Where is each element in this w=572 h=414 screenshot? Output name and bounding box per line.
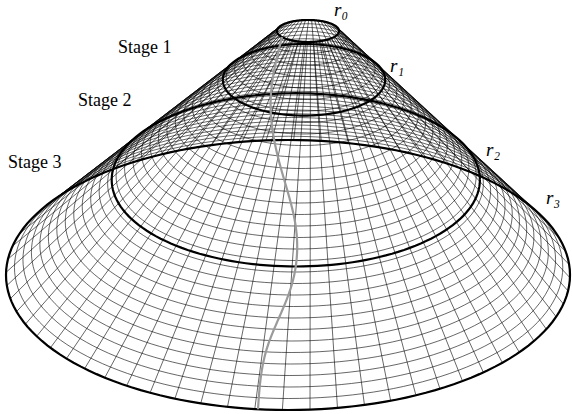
mesh-meridian bbox=[313, 42, 337, 408]
mesh-meridian bbox=[310, 42, 311, 410]
mesh-meridian bbox=[329, 39, 483, 372]
stage-label: Stage 2 bbox=[78, 91, 132, 111]
mesh-meridian bbox=[105, 39, 288, 377]
radius-label: r₀ bbox=[334, 0, 348, 21]
mesh-meridian bbox=[85, 39, 286, 369]
mesh-meridian bbox=[330, 23, 491, 181]
mesh-meridian bbox=[337, 34, 556, 316]
mesh-meridians bbox=[6, 20, 570, 410]
radius-label: r₁ bbox=[390, 56, 404, 77]
stage-boundary bbox=[277, 20, 339, 42]
mesh-meridian bbox=[325, 40, 440, 388]
mesh-ring bbox=[57, 118, 527, 342]
mesh-parallels bbox=[6, 20, 570, 410]
mesh-meridian bbox=[50, 37, 281, 348]
mesh-ring bbox=[48, 121, 534, 352]
mesh-meridian bbox=[37, 36, 281, 336]
radius-label: r₃ bbox=[546, 188, 560, 209]
stage-boundaries bbox=[6, 20, 570, 410]
mesh-meridian bbox=[239, 20, 303, 142]
mesh-meridian bbox=[339, 29, 566, 251]
mesh-meridian bbox=[185, 21, 296, 150]
mesh-ring bbox=[6, 140, 570, 410]
path-curve bbox=[258, 37, 297, 409]
mesh-meridian bbox=[13, 29, 278, 246]
mesh-meridian bbox=[333, 37, 519, 352]
mesh-meridian bbox=[327, 40, 462, 381]
mesh-ring bbox=[31, 129, 548, 376]
mesh-meridian bbox=[25, 35, 279, 324]
mesh-meridian bbox=[294, 20, 309, 140]
stage-label: Stage 3 bbox=[8, 153, 62, 173]
stage-boundary bbox=[112, 93, 480, 266]
stage-label: Stage 1 bbox=[118, 38, 172, 58]
mesh-meridian bbox=[323, 21, 426, 157]
mesh-meridian bbox=[338, 33, 563, 304]
mesh-ring bbox=[99, 99, 490, 284]
mesh-meridian bbox=[74, 24, 285, 187]
stage-boundary bbox=[6, 140, 570, 410]
stage-boundary bbox=[223, 44, 385, 116]
mesh-meridian bbox=[332, 38, 503, 363]
radius-label: r₂ bbox=[486, 140, 500, 161]
mesh-meridian bbox=[339, 32, 568, 291]
mesh-meridian bbox=[57, 25, 283, 198]
mesh-meridian bbox=[66, 38, 283, 359]
mesh-meridian bbox=[17, 34, 279, 312]
mesh-ring bbox=[175, 65, 425, 180]
mesh-meridian bbox=[6, 31, 277, 273]
